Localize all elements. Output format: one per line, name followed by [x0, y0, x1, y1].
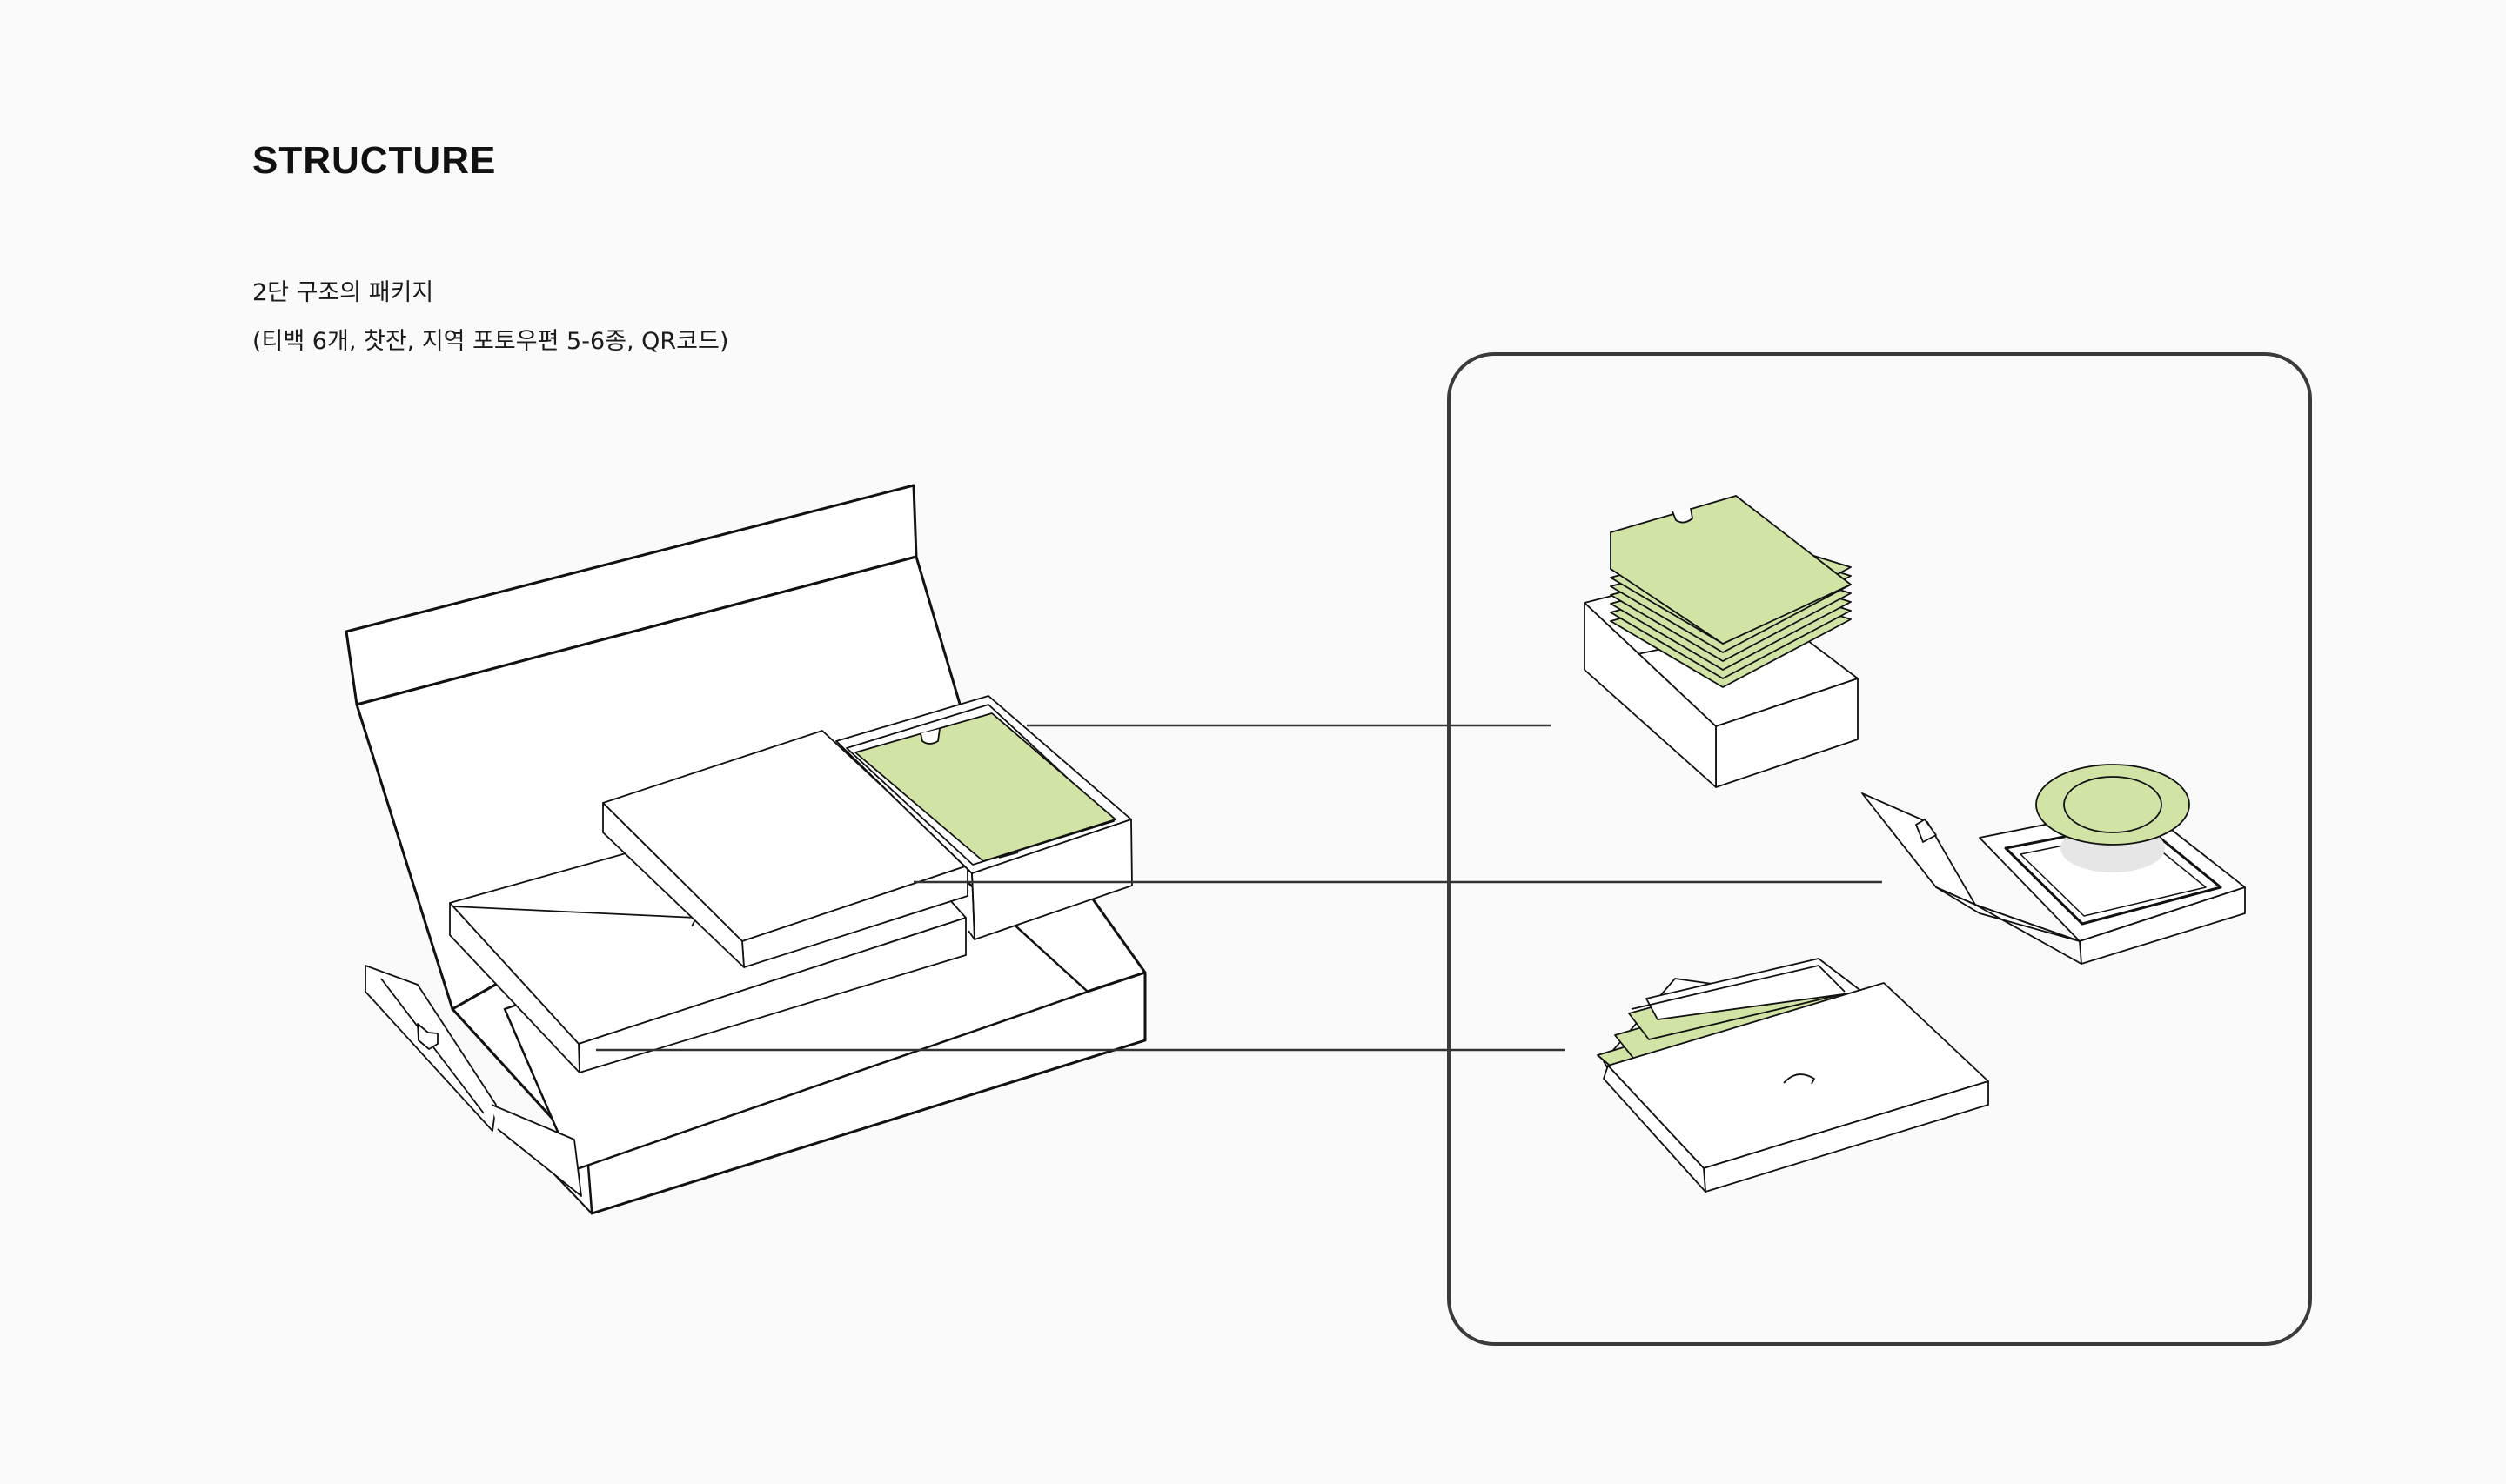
detail-cup-box — [1862, 765, 2245, 964]
detail-postcard-box — [1598, 959, 1988, 1192]
detail-teabag-box — [1585, 496, 1858, 787]
teabag-stack-tab — [1672, 508, 1692, 523]
open-package-box — [346, 485, 1145, 1213]
cup-inner — [2064, 777, 2161, 832]
